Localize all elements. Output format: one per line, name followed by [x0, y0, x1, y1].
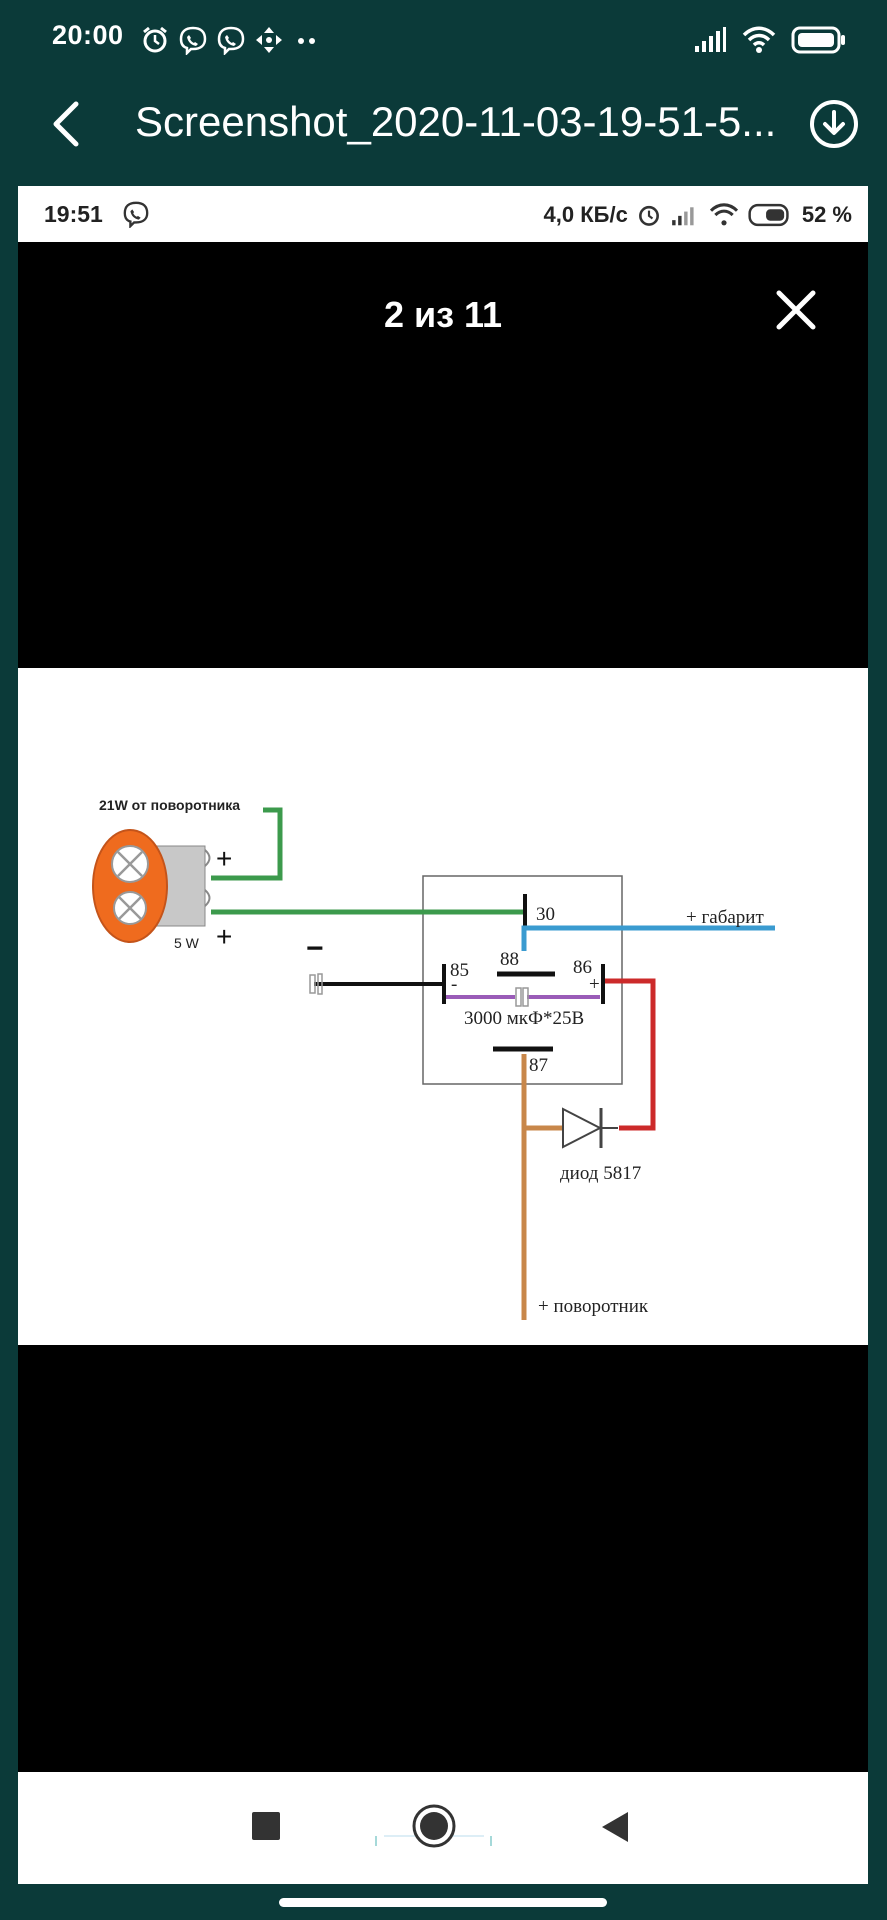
label-pin-87: 87 — [529, 1055, 548, 1076]
inner-status-right: 4,0 КБ/с 52 % — [544, 200, 852, 230]
image-viewer: 2 из 11 — [18, 242, 868, 1772]
inner-speed: 4,0 КБ/с — [543, 202, 628, 227]
home-circle-icon[interactable] — [374, 1802, 494, 1852]
label-21w: 21W от поворотника — [99, 797, 240, 813]
alarm-icon — [143, 26, 167, 53]
wifi-icon — [742, 26, 776, 53]
status-icons-right — [693, 22, 847, 58]
label-povorotnik: + поворотник — [538, 1296, 649, 1317]
viber-icon — [123, 201, 149, 228]
battery-icon — [748, 203, 789, 227]
label-plus-top: + — [216, 843, 232, 874]
red-wire — [605, 978, 656, 1131]
back-triangle-icon[interactable] — [600, 1810, 630, 1844]
label-pin-85-sign: - — [451, 974, 457, 995]
embedded-screenshot: 19:51 4,0 КБ/с 52 % 2 из 11 — [18, 186, 868, 1884]
label-pin-30: 30 — [536, 904, 555, 925]
label-pin-86-sign: + — [589, 974, 600, 995]
inner-battery: 52 % — [801, 202, 852, 227]
signal-icon — [671, 207, 694, 226]
label-pin-86: 86 — [573, 957, 592, 978]
close-icon[interactable] — [774, 288, 818, 332]
back-arrow-icon[interactable] — [46, 100, 86, 148]
wifi-icon — [709, 203, 738, 226]
image-counter: 2 из 11 — [383, 294, 503, 335]
label-pin-85: 85 — [450, 960, 469, 981]
label-capacitor: 3000 мкФ*25В — [464, 1008, 584, 1029]
alarm-icon — [638, 205, 659, 226]
signal-icon — [695, 27, 726, 52]
label-plus-bottom: + — [216, 921, 232, 952]
more-dots-icon — [298, 38, 315, 44]
download-icon[interactable] — [808, 98, 860, 150]
diode-symbol — [562, 1107, 603, 1149]
label-diode: диод 5817 — [560, 1163, 641, 1184]
gesture-bar[interactable] — [279, 1898, 607, 1907]
move-icon — [256, 27, 282, 53]
inner-status-time: 19:51 — [44, 201, 103, 227]
label-minus: − — [306, 932, 324, 965]
app-title: Screenshot_2020-11-03-19-51-5... — [135, 98, 777, 145]
label-5w: 5 W — [174, 935, 200, 951]
status-time: 20:00 — [52, 20, 124, 50]
lamp-bulb — [92, 829, 168, 943]
inner-nav-bar — [18, 1772, 868, 1884]
battery-icon — [791, 26, 845, 54]
label-pin-88: 88 — [500, 949, 519, 970]
status-icons-left — [140, 22, 322, 58]
wiring-diagram-image[interactable]: 21W от поворотника + + 5 W − 30 88 85 - … — [18, 668, 868, 1345]
viber-icon — [217, 26, 245, 55]
blue-wire-gabarit — [521, 925, 775, 951]
inner-status-bar: 19:51 4,0 КБ/с 52 % — [18, 186, 868, 242]
recents-square-icon[interactable] — [252, 1812, 280, 1840]
viber-icon — [179, 26, 207, 55]
status-bar: 20:00 — [0, 0, 887, 80]
wiring-diagram: 21W от поворотника + + 5 W − 30 88 85 - … — [92, 797, 775, 1320]
label-gabarit: + габарит — [686, 907, 764, 928]
green-wire-21w — [211, 807, 283, 881]
